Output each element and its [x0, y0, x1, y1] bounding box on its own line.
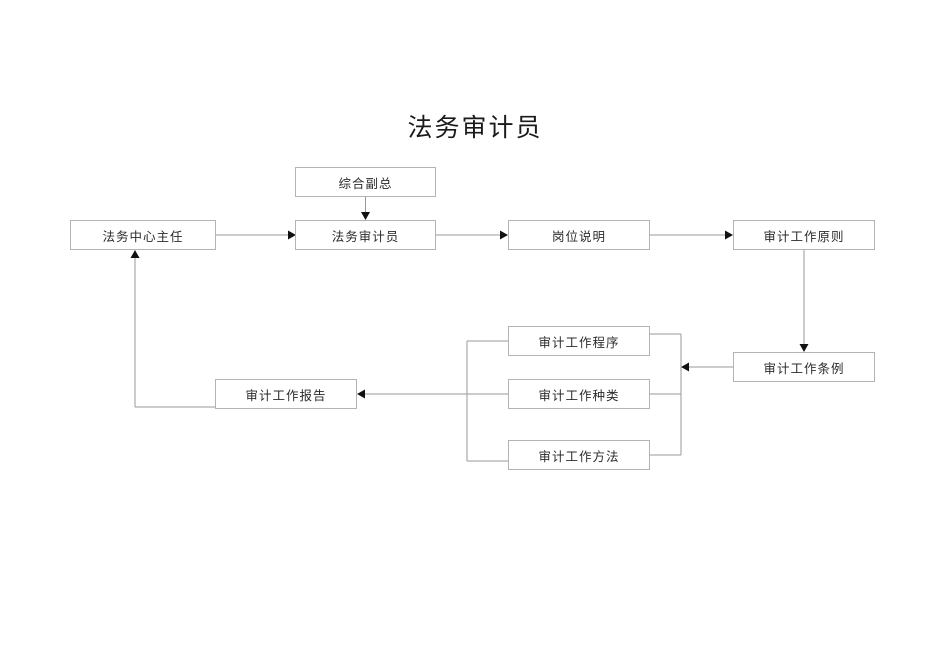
edge-regulations-to-right-bus [681, 362, 733, 372]
edge-auditor-to-post [436, 230, 508, 240]
page-title: 法务审计员 [407, 113, 543, 142]
node-audit-procedure[interactable]: 审计工作程序 [508, 326, 650, 356]
node-audit-regulations[interactable]: 审计工作条例 [733, 352, 875, 382]
node-label: 审计工作原则 [763, 228, 845, 244]
node-label: 审计工作条例 [763, 360, 845, 376]
node-label: 审计工作方法 [538, 448, 620, 464]
node-audit-types[interactable]: 审计工作种类 [508, 379, 650, 409]
node-audit-report[interactable]: 审计工作报告 [215, 379, 357, 409]
edge-director-to-auditor [216, 230, 296, 240]
node-label: 岗位说明 [551, 228, 606, 244]
edge-left-bus-to-report [357, 389, 467, 399]
edge-vp-to-auditor [361, 197, 370, 220]
left-bus [466, 340, 508, 462]
node-legal-center-director[interactable]: 法务中心主任 [70, 220, 216, 250]
node-label: 法务中心主任 [102, 228, 184, 244]
edge-post-to-principles [650, 230, 733, 240]
node-label: 审计工作程序 [538, 334, 620, 350]
node-label: 审计工作报告 [245, 387, 327, 403]
node-label: 审计工作种类 [538, 387, 620, 403]
edge-principles-to-regulations [799, 250, 809, 352]
edge-report-to-director [130, 250, 215, 408]
node-audit-methods[interactable]: 审计工作方法 [508, 440, 650, 470]
node-general-vp[interactable]: 综合副总 [295, 167, 436, 197]
node-post-description[interactable]: 岗位说明 [508, 220, 650, 250]
node-label: 法务审计员 [331, 228, 400, 244]
right-bus [650, 333, 682, 456]
node-audit-principles[interactable]: 审计工作原则 [733, 220, 875, 250]
node-label: 综合副总 [338, 175, 393, 191]
node-legal-auditor[interactable]: 法务审计员 [295, 220, 436, 250]
